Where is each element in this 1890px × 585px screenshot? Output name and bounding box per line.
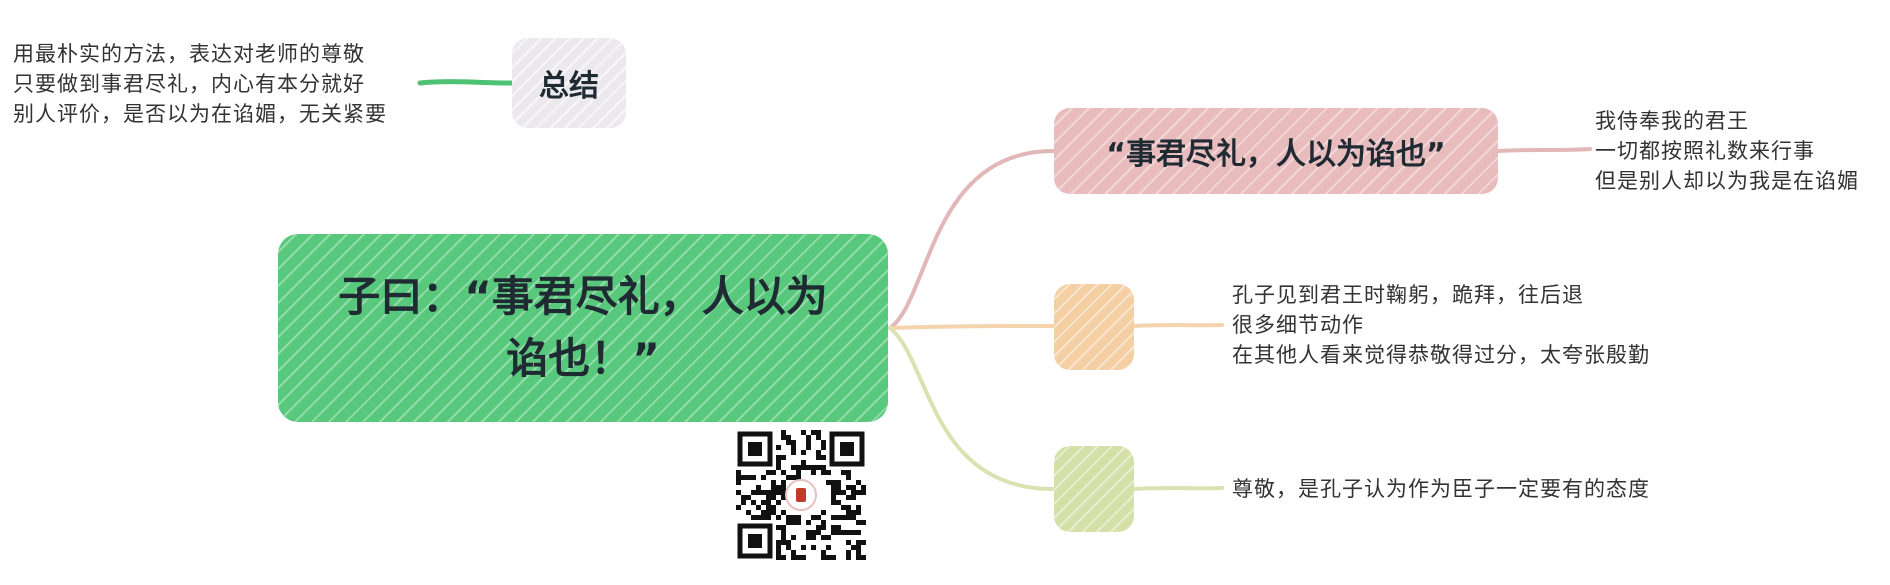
edge-notes-topic-2 <box>1132 323 1224 328</box>
topic-note: 但是别人却以为我是在谄媚 <box>1595 169 1859 193</box>
topic-note: 在其他人看来觉得恭敬得过分，太夸张殷勤 <box>1232 343 1650 367</box>
edge-topic-1 <box>888 148 1056 330</box>
central-topic[interactable]: 子曰：“事君尽礼，人以为谄也！” <box>278 234 888 422</box>
edge-notes-topic-3 <box>1132 486 1224 491</box>
summary-note: 别人评价，是否以为在谄媚，无关紧要 <box>13 102 387 126</box>
summary-node[interactable]: 总结 <box>512 38 626 128</box>
topic-title: “事君尽礼，人以为谄也” <box>1106 137 1446 172</box>
edge-notes-topic-1 <box>1496 147 1592 153</box>
topic-node-1[interactable]: “事君尽礼，人以为谄也” <box>1054 108 1498 194</box>
edge-topic-2 <box>888 324 1056 330</box>
topic-1-notes: 我侍奉我的君王 一切都按照礼数来行事 但是别人却以为我是在谄媚 <box>1595 106 1859 196</box>
topic-note: 孔子见到君王时鞠躬，跪拜，往后退 <box>1232 283 1584 307</box>
topic-note: 很多细节动作 <box>1232 313 1364 337</box>
topic-2-notes: 孔子见到君王时鞠躬，跪拜，往后退 很多细节动作 在其他人看来觉得恭敬得过分，太夸… <box>1232 280 1650 370</box>
central-title: 子曰：“事君尽礼，人以为谄也！” <box>338 272 828 383</box>
edge-topic-3 <box>888 326 1056 492</box>
topic-node-3[interactable] <box>1054 446 1134 532</box>
summary-title: 总结 <box>539 69 599 104</box>
summary-note: 用最朴实的方法，表达对老师的尊敬 <box>13 42 365 66</box>
edge-summary <box>417 79 515 86</box>
topic-note: 一切都按照礼数来行事 <box>1595 139 1815 163</box>
qr-code-icon <box>736 430 866 560</box>
topic-note: 我侍奉我的君王 <box>1595 109 1749 133</box>
summary-note: 只要做到事君尽礼，内心有本分就好 <box>13 72 365 96</box>
topic-3-notes: 尊敬，是孔子认为作为臣子一定要有的态度 <box>1232 474 1650 504</box>
topic-note: 尊敬，是孔子认为作为臣子一定要有的态度 <box>1232 477 1650 501</box>
summary-notes: 用最朴实的方法，表达对老师的尊敬 只要做到事君尽礼，内心有本分就好 别人评价，是… <box>13 39 387 129</box>
topic-node-2[interactable] <box>1054 284 1134 370</box>
